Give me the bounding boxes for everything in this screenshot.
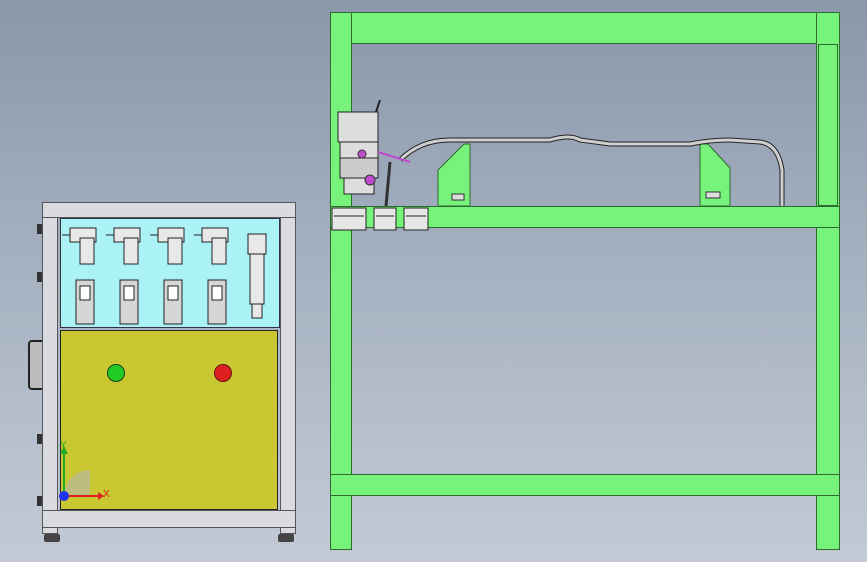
x-axis-label: X bbox=[103, 489, 110, 500]
control-cabinet bbox=[28, 200, 300, 542]
start-button[interactable] bbox=[107, 364, 125, 382]
cabinet-handle[interactable] bbox=[28, 340, 42, 390]
side-bolt bbox=[37, 496, 42, 506]
lower-crossbar bbox=[330, 474, 840, 496]
solenoid-valves bbox=[62, 227, 267, 325]
cabinet-right-rail bbox=[280, 202, 296, 534]
cabinet-top-rail bbox=[42, 202, 296, 218]
frame-top-beam bbox=[330, 12, 840, 44]
frame-upper-right-post bbox=[818, 44, 838, 206]
lower-left-post bbox=[330, 228, 352, 550]
valve-4 bbox=[194, 227, 229, 265]
stop-button[interactable] bbox=[214, 364, 232, 382]
actuator-1 bbox=[75, 279, 95, 325]
cabinet-foot bbox=[278, 534, 294, 542]
fixture-assembly bbox=[337, 100, 785, 207]
side-bolt bbox=[37, 272, 42, 282]
valve-2 bbox=[106, 227, 141, 265]
actuator-3 bbox=[163, 279, 183, 325]
side-bolt bbox=[37, 224, 42, 234]
y-axis-label: Y bbox=[60, 440, 67, 451]
cabinet-door[interactable] bbox=[60, 330, 278, 510]
side-bolt bbox=[37, 434, 42, 444]
table-top bbox=[330, 206, 840, 228]
cabinet-foot bbox=[44, 534, 60, 542]
axis-triad bbox=[59, 446, 104, 501]
cabinet-bottom-rail bbox=[42, 510, 296, 528]
actuator-2 bbox=[119, 279, 139, 325]
valve-1 bbox=[62, 227, 97, 265]
filter-regulator bbox=[247, 233, 267, 319]
clamp-blocks bbox=[331, 207, 429, 231]
actuator-4 bbox=[207, 279, 227, 325]
valve-3 bbox=[150, 227, 185, 265]
